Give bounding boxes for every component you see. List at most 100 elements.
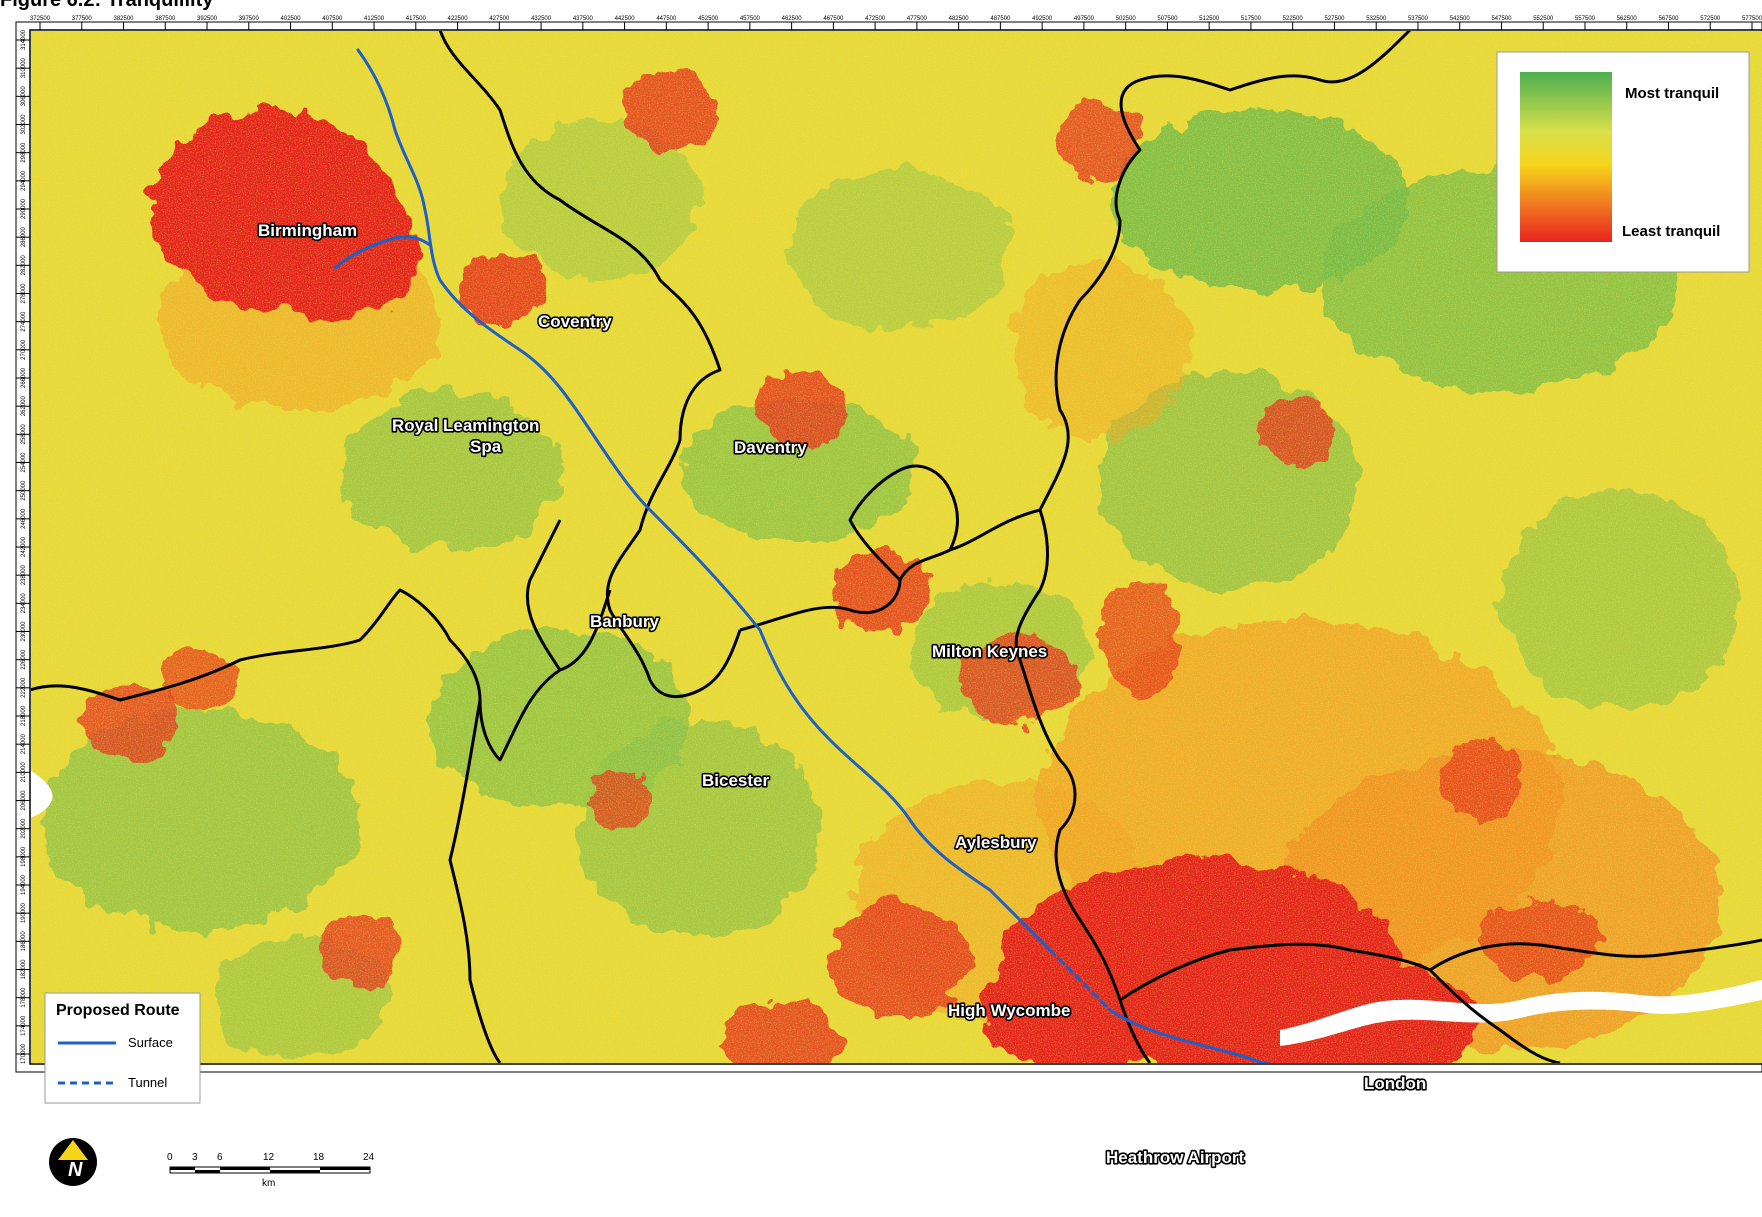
y-tick-label: 262000: [21, 395, 27, 416]
x-tick-label: 387500: [155, 16, 176, 22]
north-arrow: N: [49, 1138, 97, 1186]
county-boundaries: [31, 31, 1762, 1063]
x-tick-label: 432500: [531, 16, 552, 22]
x-tick-label: 557500: [1575, 16, 1596, 22]
x-tick-label: 507500: [1157, 16, 1178, 22]
x-tick-label: 552500: [1533, 16, 1554, 22]
x-tick-label: 572500: [1700, 16, 1721, 22]
x-tick-label: 422500: [448, 16, 469, 22]
boundary-oxon-glos: [31, 588, 612, 762]
figure-title: Figure 6.2: Tranquillity: [0, 0, 214, 11]
thames-river: [1280, 980, 1762, 1046]
north-letter: N: [68, 1159, 83, 1181]
x-tick-label: 407500: [322, 16, 343, 22]
y-tick-label: 210000: [21, 762, 27, 783]
boundary-mk: [848, 464, 959, 582]
route-birmingham-spur: [333, 235, 432, 270]
scale-tick-18: 18: [313, 1152, 325, 1163]
x-tick-label: 537500: [1408, 16, 1429, 22]
y-tick-label: 298000: [21, 142, 27, 163]
boundary-essex: [1429, 938, 1762, 972]
x-tick-label: 457500: [740, 16, 761, 22]
north-arrow-circle: [49, 1138, 97, 1186]
y-tick-label: 294000: [21, 170, 27, 191]
y-tick-label: 182000: [21, 959, 27, 980]
tranquillity-legend: Most tranquil Least tranquil: [1496, 51, 1750, 273]
y-tick-label: 186000: [21, 931, 27, 952]
y-tick-label: 226000: [21, 649, 27, 670]
boundary-west-oxon: [448, 699, 502, 1063]
label-london: London: [1364, 1074, 1426, 1093]
y-tick-label: 242000: [21, 536, 27, 557]
legend-most-label: Most tranquil: [1625, 85, 1719, 102]
x-tick-label: 497500: [1074, 16, 1095, 22]
x-tick-label: 447500: [656, 16, 677, 22]
y-tick-label: 214000: [21, 733, 27, 754]
x-tick-label: 512500: [1199, 16, 1220, 22]
scale-tick-3: 3: [192, 1152, 198, 1163]
x-tick-label: 577500: [1742, 16, 1762, 22]
x-tick-label: 412500: [364, 16, 385, 22]
scale-tick-12: 12: [263, 1152, 275, 1163]
scale-tick-6: 6: [217, 1152, 223, 1163]
tranquillity-raster: [31, 31, 1762, 1063]
label-milton-keynes: Milton Keynes: [932, 642, 1047, 661]
y-tick-label: 170000: [21, 1043, 27, 1064]
x-tick-label: 567500: [1658, 16, 1679, 22]
x-tick-label: 442500: [615, 16, 636, 22]
label-coventry: Coventry: [538, 312, 612, 331]
label-leamington-line2: Spa: [470, 437, 502, 456]
boundary-beds-herts: [1038, 31, 1412, 511]
y-tick-label: 230000: [21, 621, 27, 642]
y-tick-label: 270000: [21, 339, 27, 360]
y-tick-label: 202000: [21, 818, 27, 839]
boundary-bucks: [739, 508, 1122, 1001]
y-tick-label: 194000: [21, 874, 27, 895]
x-tick-label: 372500: [30, 16, 51, 22]
x-tick-label: 547500: [1491, 16, 1512, 22]
y-tick-label: 238000: [21, 564, 27, 585]
y-tick-label: 266000: [21, 367, 27, 388]
legend-surface-label: Surface: [128, 1035, 173, 1050]
y-tick-label: 222000: [21, 677, 27, 698]
y-tick-label: 302000: [21, 114, 27, 135]
y-tick-label: 198000: [21, 846, 27, 867]
x-tick-label: 492500: [1032, 16, 1053, 22]
y-tick-label: 246000: [21, 508, 27, 529]
scale-tick-24: 24: [363, 1152, 375, 1163]
y-tick-label: 218000: [21, 705, 27, 726]
route-legend-box: [44, 992, 201, 1104]
y-tick-label: 274000: [21, 311, 27, 332]
proposed-route: [333, 48, 1274, 1063]
y-tick-label: 178000: [21, 987, 27, 1008]
label-heathrow: Heathrow Airport: [1106, 1148, 1245, 1167]
legend-tunnel-label: Tunnel: [128, 1075, 167, 1090]
x-tick-label: 437500: [573, 16, 594, 22]
y-tick-label: 254000: [21, 452, 27, 473]
x-tick-label: 392500: [197, 16, 218, 22]
x-tick-label: 467500: [823, 16, 844, 22]
x-tick-label: 487500: [990, 16, 1011, 22]
y-tick-group: 3140003100003060003020002980002940002900…: [16, 29, 30, 1064]
boundary-london-west: [1118, 999, 1152, 1063]
x-tick-label: 562500: [1617, 16, 1638, 22]
x-tick-label: 417500: [406, 16, 427, 22]
label-aylesbury: Aylesbury: [955, 833, 1037, 852]
y-tick-label: 190000: [21, 902, 27, 923]
x-tick-label: 397500: [239, 16, 260, 22]
scale-unit: km: [262, 1178, 275, 1189]
x-tick-label: 462500: [782, 16, 803, 22]
y-tick-label: 234000: [21, 593, 27, 614]
label-bicester: Bicester: [702, 771, 769, 790]
boundary-greater-london: [1119, 942, 1561, 1063]
x-tick-label: 427500: [489, 16, 510, 22]
north-arrow-pointer: [58, 1140, 88, 1160]
x-tick-label: 527500: [1324, 16, 1345, 22]
scale-bar: 0 3 6 12 18 24 km: [167, 1152, 375, 1189]
label-birmingham: Birmingham: [258, 221, 357, 240]
y-tick-label: 278000: [21, 283, 27, 304]
x-tick-label: 472500: [865, 16, 886, 22]
